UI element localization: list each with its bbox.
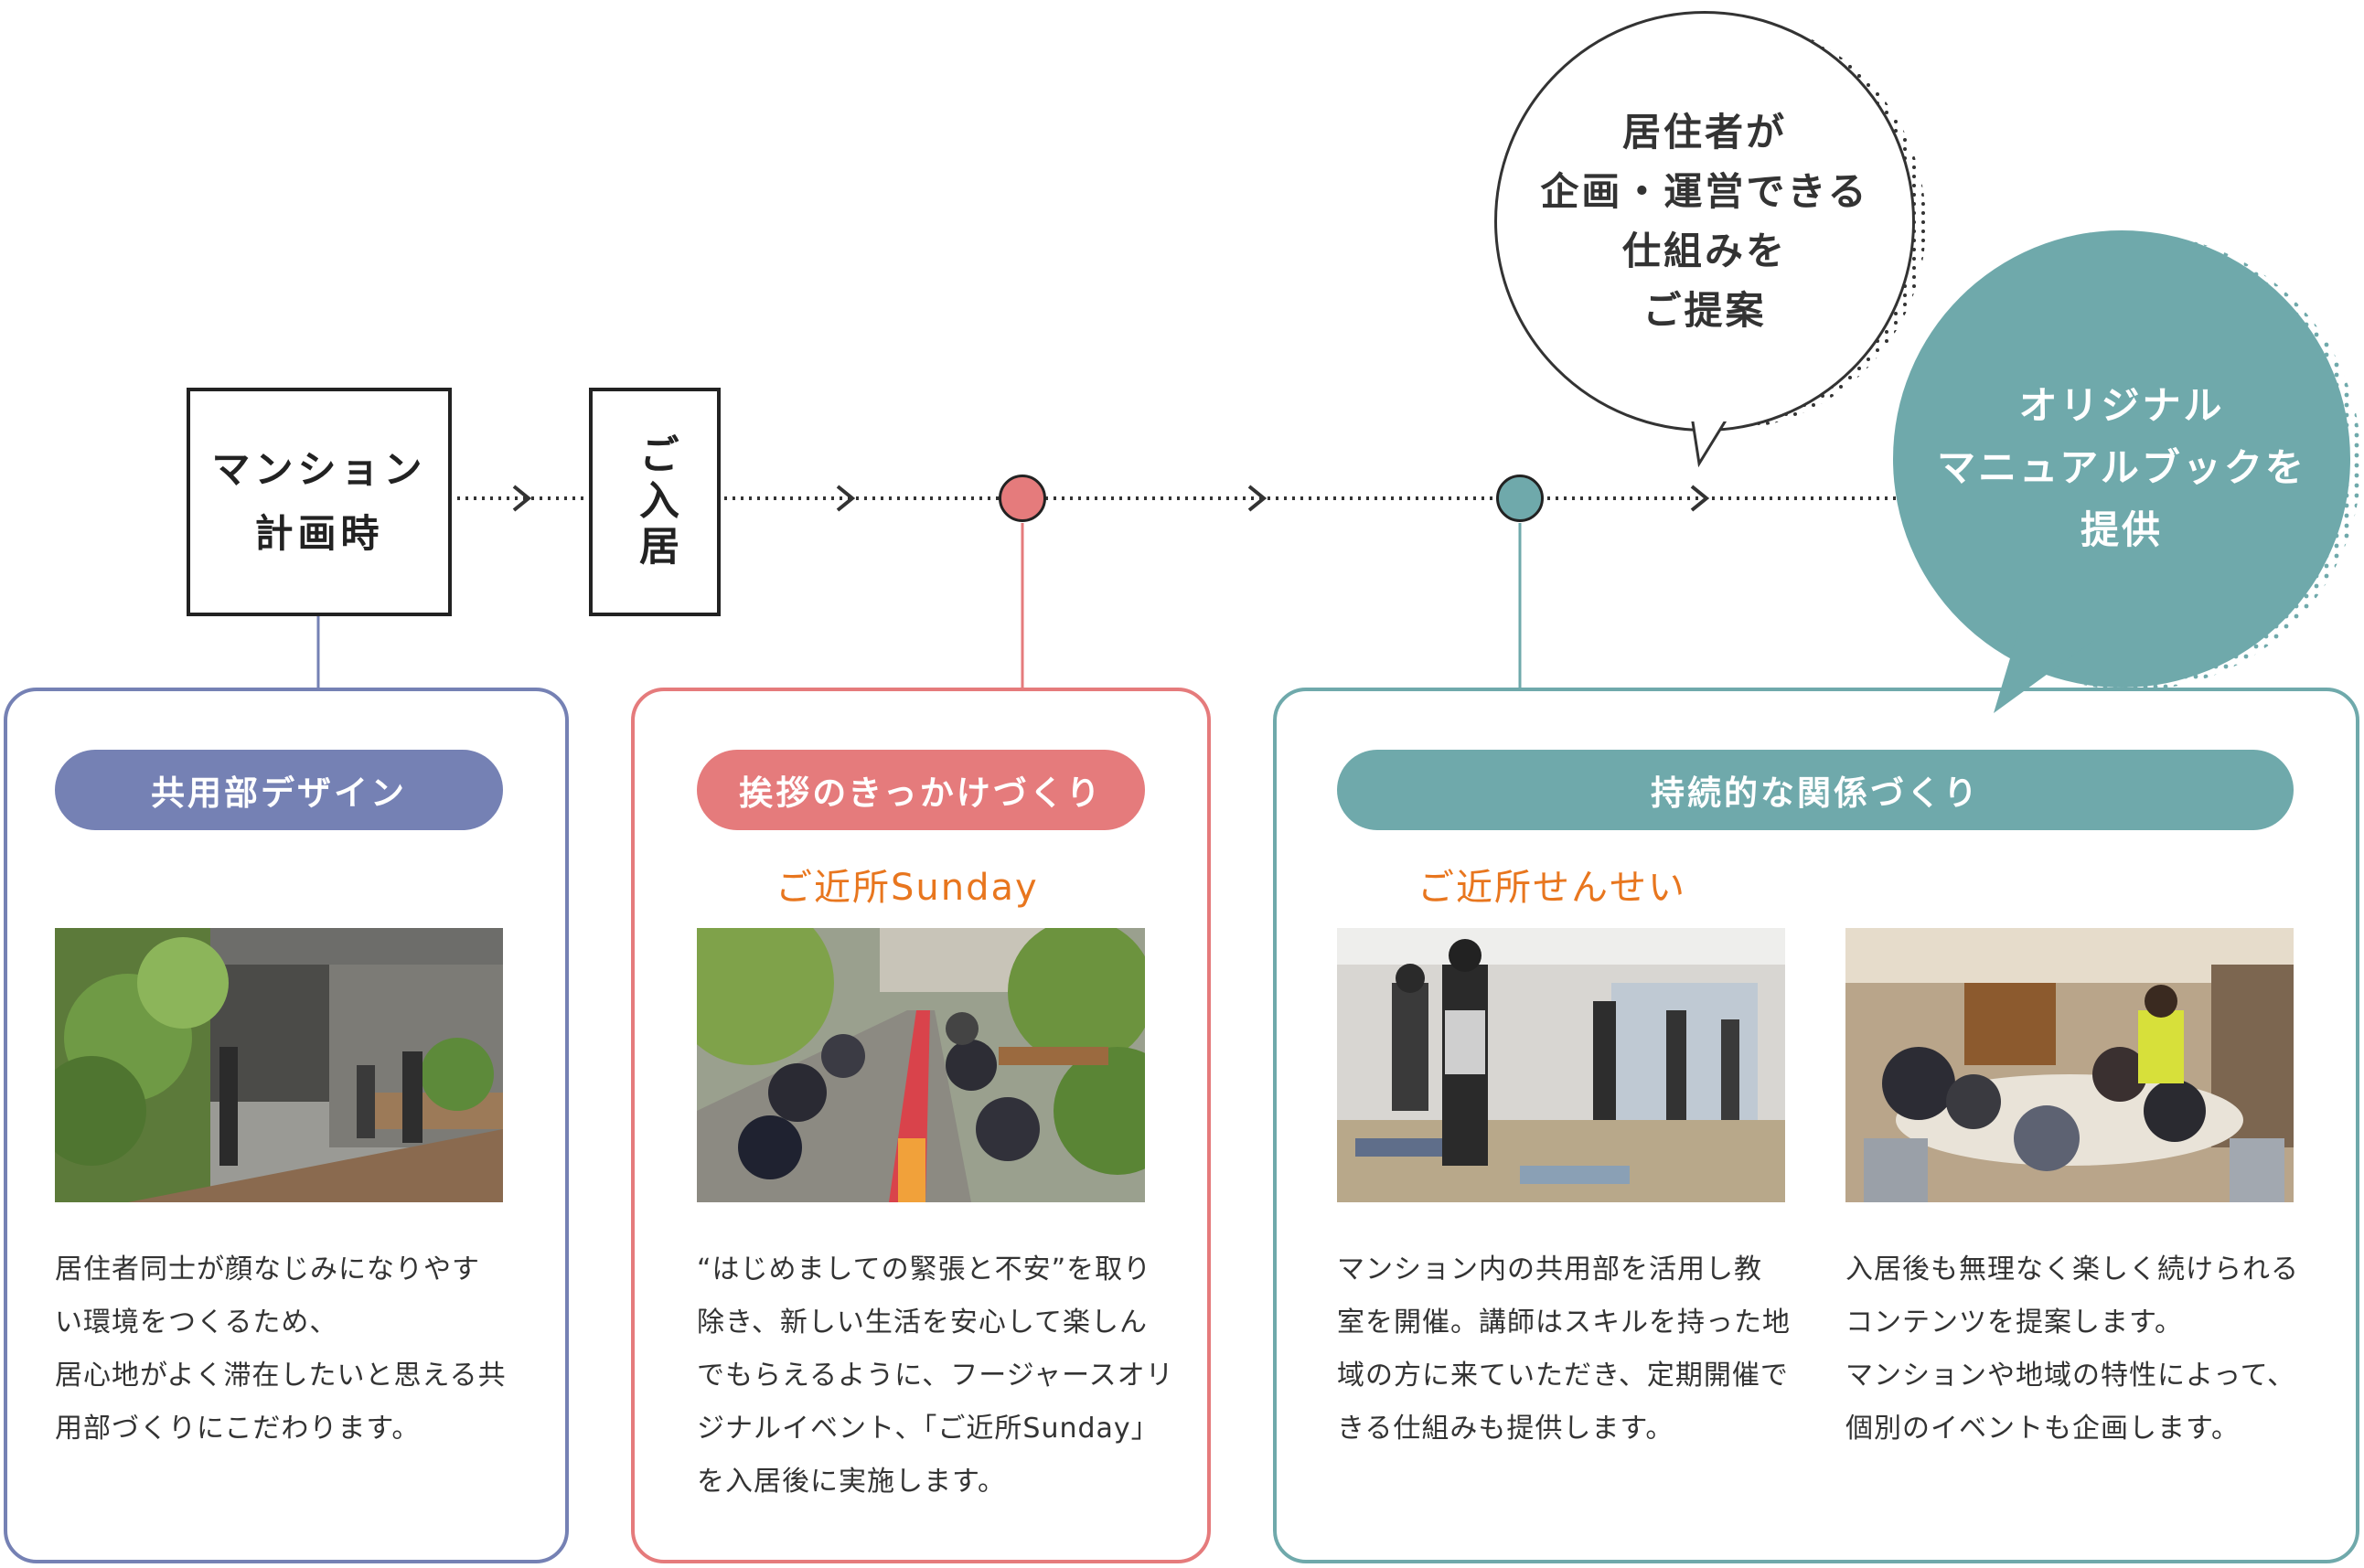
card-common-design <box>4 688 569 1563</box>
stage-planning-label: マンション 計画時 <box>211 447 427 556</box>
brand-gokinjo-sunday: ご近所Sunday <box>776 867 1039 909</box>
speech-bubble-manual <box>1893 230 2350 688</box>
stage-move-in: ご入居 <box>589 388 721 616</box>
speech-bubble-resident <box>1494 11 1915 432</box>
text-common-design: 居住者同士が顔なじみになりやす い環境をつくるため、 居心地がよく滞在したいと思… <box>55 1253 507 1445</box>
arrow-right-icon <box>1247 485 1268 512</box>
stage-planning: マンション 計画時 <box>187 388 452 616</box>
pill-relationship: 持続的な関係づくり <box>1337 750 2294 830</box>
arrow-right-icon <box>1690 485 1710 512</box>
bubble-manual-text: オリジナル マニュアルブックを 提供 <box>1937 383 2306 552</box>
brand-gokinjo-sensei: ご近所せんせい <box>1417 867 1686 909</box>
timeline-dot-teal <box>1496 475 1544 522</box>
photo-cooking-event <box>1845 928 2294 1202</box>
photo-common-area <box>55 928 503 1202</box>
stage-move-in-label: ご入居 <box>632 433 679 571</box>
bubble-resident-text: 居住者が 企画・運営できる 仕組みを ご提案 <box>1540 110 1869 333</box>
arrow-right-icon <box>836 485 856 512</box>
text-relationship-left: マンション内の共用部を活用し教 室を開催。講師はスキルを持った地 域の方に来てい… <box>1337 1253 1791 1445</box>
speech-bubble-tail <box>1690 416 1731 468</box>
pill-greeting: 挨拶のきっかけづくり <box>697 750 1145 830</box>
card-relationship <box>1273 688 2359 1563</box>
pill-common-design: 共用部デザイン <box>55 750 503 830</box>
arrow-right-icon <box>512 485 532 512</box>
text-greeting: “はじめましての緊張と不安”を取り 除き、新しい生活を安心して楽しん でもらえる… <box>697 1253 1174 1498</box>
text-relationship-right: 入居後も無理なく楽しく続けられる コンテンツを提案します。 マンションや地域の特… <box>1845 1253 2299 1445</box>
photo-yoga-class <box>1337 928 1785 1202</box>
timeline-dot-pink <box>999 475 1046 522</box>
card-greeting <box>631 688 1211 1563</box>
photo-sunday-event <box>697 928 1145 1202</box>
